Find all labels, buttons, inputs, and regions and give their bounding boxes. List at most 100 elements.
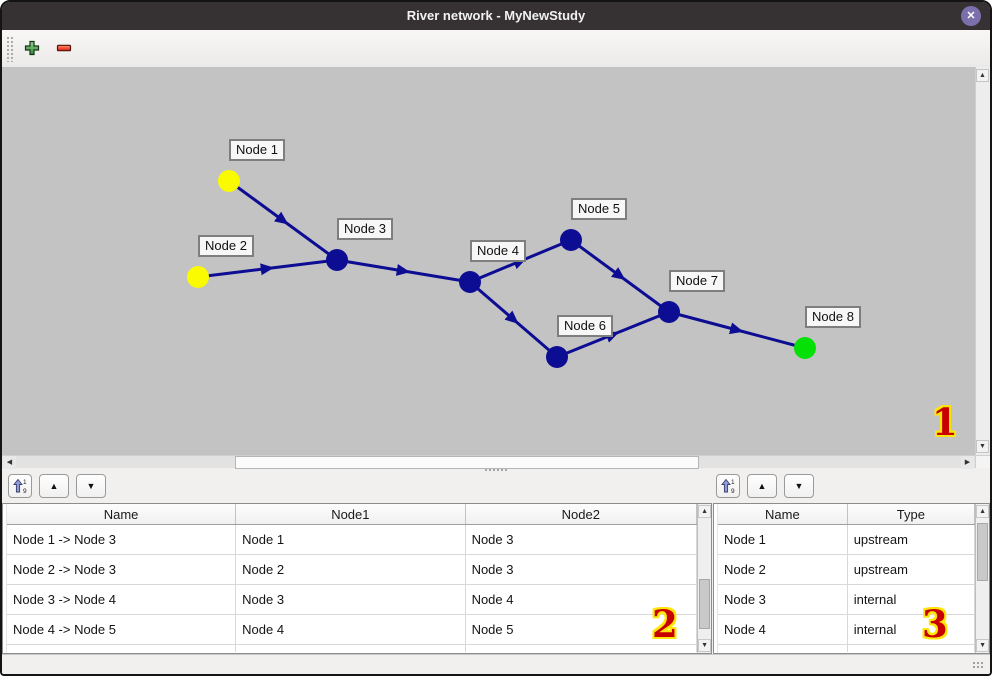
sort-digit-9: 9 bbox=[23, 488, 27, 494]
column-header[interactable]: Node1 bbox=[235, 504, 466, 525]
network-edge[interactable] bbox=[197, 258, 338, 279]
scroll-down-icon[interactable]: ▼ bbox=[976, 639, 990, 652]
canvas-horizontal-scrollbar[interactable]: ◀ ▶ bbox=[2, 455, 975, 469]
sort-ascending-icon: 1 9 bbox=[13, 478, 27, 494]
sort-digit-9: 9 bbox=[731, 488, 735, 494]
node-label: Node 1 bbox=[229, 139, 285, 161]
column-header[interactable]: Name bbox=[7, 504, 237, 525]
row-header-strip bbox=[714, 504, 718, 653]
network-edge[interactable] bbox=[469, 280, 558, 359]
window-title: River network - MyNewStudy bbox=[406, 8, 586, 23]
network-node-node-4[interactable] bbox=[459, 271, 481, 293]
table-cell: Node 3 -> Node 4 bbox=[7, 584, 237, 615]
node-label: Node 7 bbox=[669, 270, 725, 292]
scroll-left-icon[interactable]: ◀ bbox=[3, 456, 16, 469]
scroll-right-icon[interactable]: ▶ bbox=[961, 456, 974, 469]
links-table-scrollbar[interactable]: ▲ ▼ bbox=[697, 504, 712, 653]
sort-button[interactable]: 1 9 bbox=[8, 474, 32, 498]
network-node-node-7[interactable] bbox=[658, 301, 680, 323]
horizontal-splitter-handle[interactable] bbox=[484, 468, 508, 472]
resize-grip[interactable] bbox=[972, 661, 984, 670]
down-triangle-icon: ▼ bbox=[86, 481, 96, 491]
toolbar-drag-handle[interactable] bbox=[6, 36, 13, 62]
table-cell: Node 4 -> Node 5 bbox=[7, 614, 237, 645]
table-cell: internal bbox=[847, 584, 976, 615]
links-toolbar: 1 9 ▲ ▼ bbox=[8, 474, 106, 498]
network-node-node-1[interactable] bbox=[218, 170, 240, 192]
network-edge[interactable] bbox=[336, 258, 471, 284]
network-edge[interactable] bbox=[228, 179, 338, 262]
nodes-table-scrollbar[interactable]: ▲ ▼ bbox=[975, 504, 990, 653]
network-edge[interactable] bbox=[570, 238, 670, 314]
scroll-down-icon[interactable]: ▼ bbox=[698, 639, 712, 652]
table-cell: Node 1 -> Node 3 bbox=[7, 524, 237, 555]
network-node-node-2[interactable] bbox=[187, 266, 209, 288]
table-cell: internal bbox=[847, 614, 976, 645]
title-bar[interactable]: River network - MyNewStudy ✕ bbox=[2, 2, 990, 30]
sort-digit-1: 1 bbox=[731, 479, 735, 486]
column-header[interactable]: Name bbox=[717, 504, 848, 525]
table-cell: Node 2 bbox=[717, 554, 848, 585]
table-cell: Node 1 bbox=[235, 524, 466, 555]
network-node-node-8[interactable] bbox=[794, 337, 816, 359]
node-label: Node 8 bbox=[805, 306, 861, 328]
column-header[interactable]: Type bbox=[847, 504, 976, 525]
sort-button[interactable]: 1 9 bbox=[716, 474, 740, 498]
table-cell: Node 4 bbox=[717, 614, 848, 645]
toolbar bbox=[2, 30, 990, 68]
network-node-node-6[interactable] bbox=[546, 346, 568, 368]
nodes-toolbar: 1 9 ▲ ▼ bbox=[716, 474, 814, 498]
scroll-up-icon[interactable]: ▲ bbox=[976, 505, 990, 518]
move-up-button[interactable]: ▲ bbox=[747, 474, 777, 498]
annotation-1: 1 bbox=[932, 400, 958, 444]
table-cell: Node 5 bbox=[465, 614, 698, 645]
move-up-button[interactable]: ▲ bbox=[39, 474, 69, 498]
minus-icon bbox=[56, 44, 72, 52]
network-node-node-3[interactable] bbox=[326, 249, 348, 271]
network-edge[interactable] bbox=[668, 310, 806, 350]
network-edge[interactable] bbox=[556, 310, 670, 359]
annotation-3: 3 bbox=[922, 602, 948, 646]
sort-digit-1: 1 bbox=[23, 479, 27, 486]
remove-button[interactable] bbox=[54, 38, 74, 58]
scroll-up-icon[interactable]: ▲ bbox=[976, 69, 989, 82]
canvas-vertical-scrollbar[interactable]: ▲ ▼ bbox=[975, 67, 990, 455]
add-button[interactable] bbox=[22, 38, 42, 58]
empty-row bbox=[717, 644, 976, 652]
table-cell: Node 3 bbox=[465, 524, 698, 555]
column-header[interactable]: Node2 bbox=[465, 504, 698, 525]
table-cell: Node 3 bbox=[235, 584, 466, 615]
move-down-button[interactable]: ▼ bbox=[76, 474, 106, 498]
down-triangle-icon: ▼ bbox=[794, 481, 804, 491]
close-icon: ✕ bbox=[966, 10, 976, 22]
scroll-down-icon[interactable]: ▼ bbox=[976, 440, 989, 453]
scroll-thumb[interactable] bbox=[977, 523, 989, 581]
scroll-up-icon[interactable]: ▲ bbox=[698, 505, 712, 518]
empty-row bbox=[7, 644, 698, 652]
annotation-2: 2 bbox=[652, 602, 678, 646]
move-down-button[interactable]: ▼ bbox=[784, 474, 814, 498]
scroll-thumb[interactable] bbox=[699, 579, 711, 629]
close-button[interactable]: ✕ bbox=[961, 6, 981, 26]
up-triangle-icon: ▲ bbox=[49, 481, 59, 491]
horizontal-scroll-thumb[interactable] bbox=[235, 456, 699, 469]
network-node-node-5[interactable] bbox=[560, 229, 582, 251]
node-label: Node 6 bbox=[557, 315, 613, 337]
sort-ascending-icon: 1 9 bbox=[721, 478, 735, 494]
table-cell: Node 3 bbox=[465, 554, 698, 585]
table-cell: Node 2 -> Node 3 bbox=[7, 554, 237, 585]
